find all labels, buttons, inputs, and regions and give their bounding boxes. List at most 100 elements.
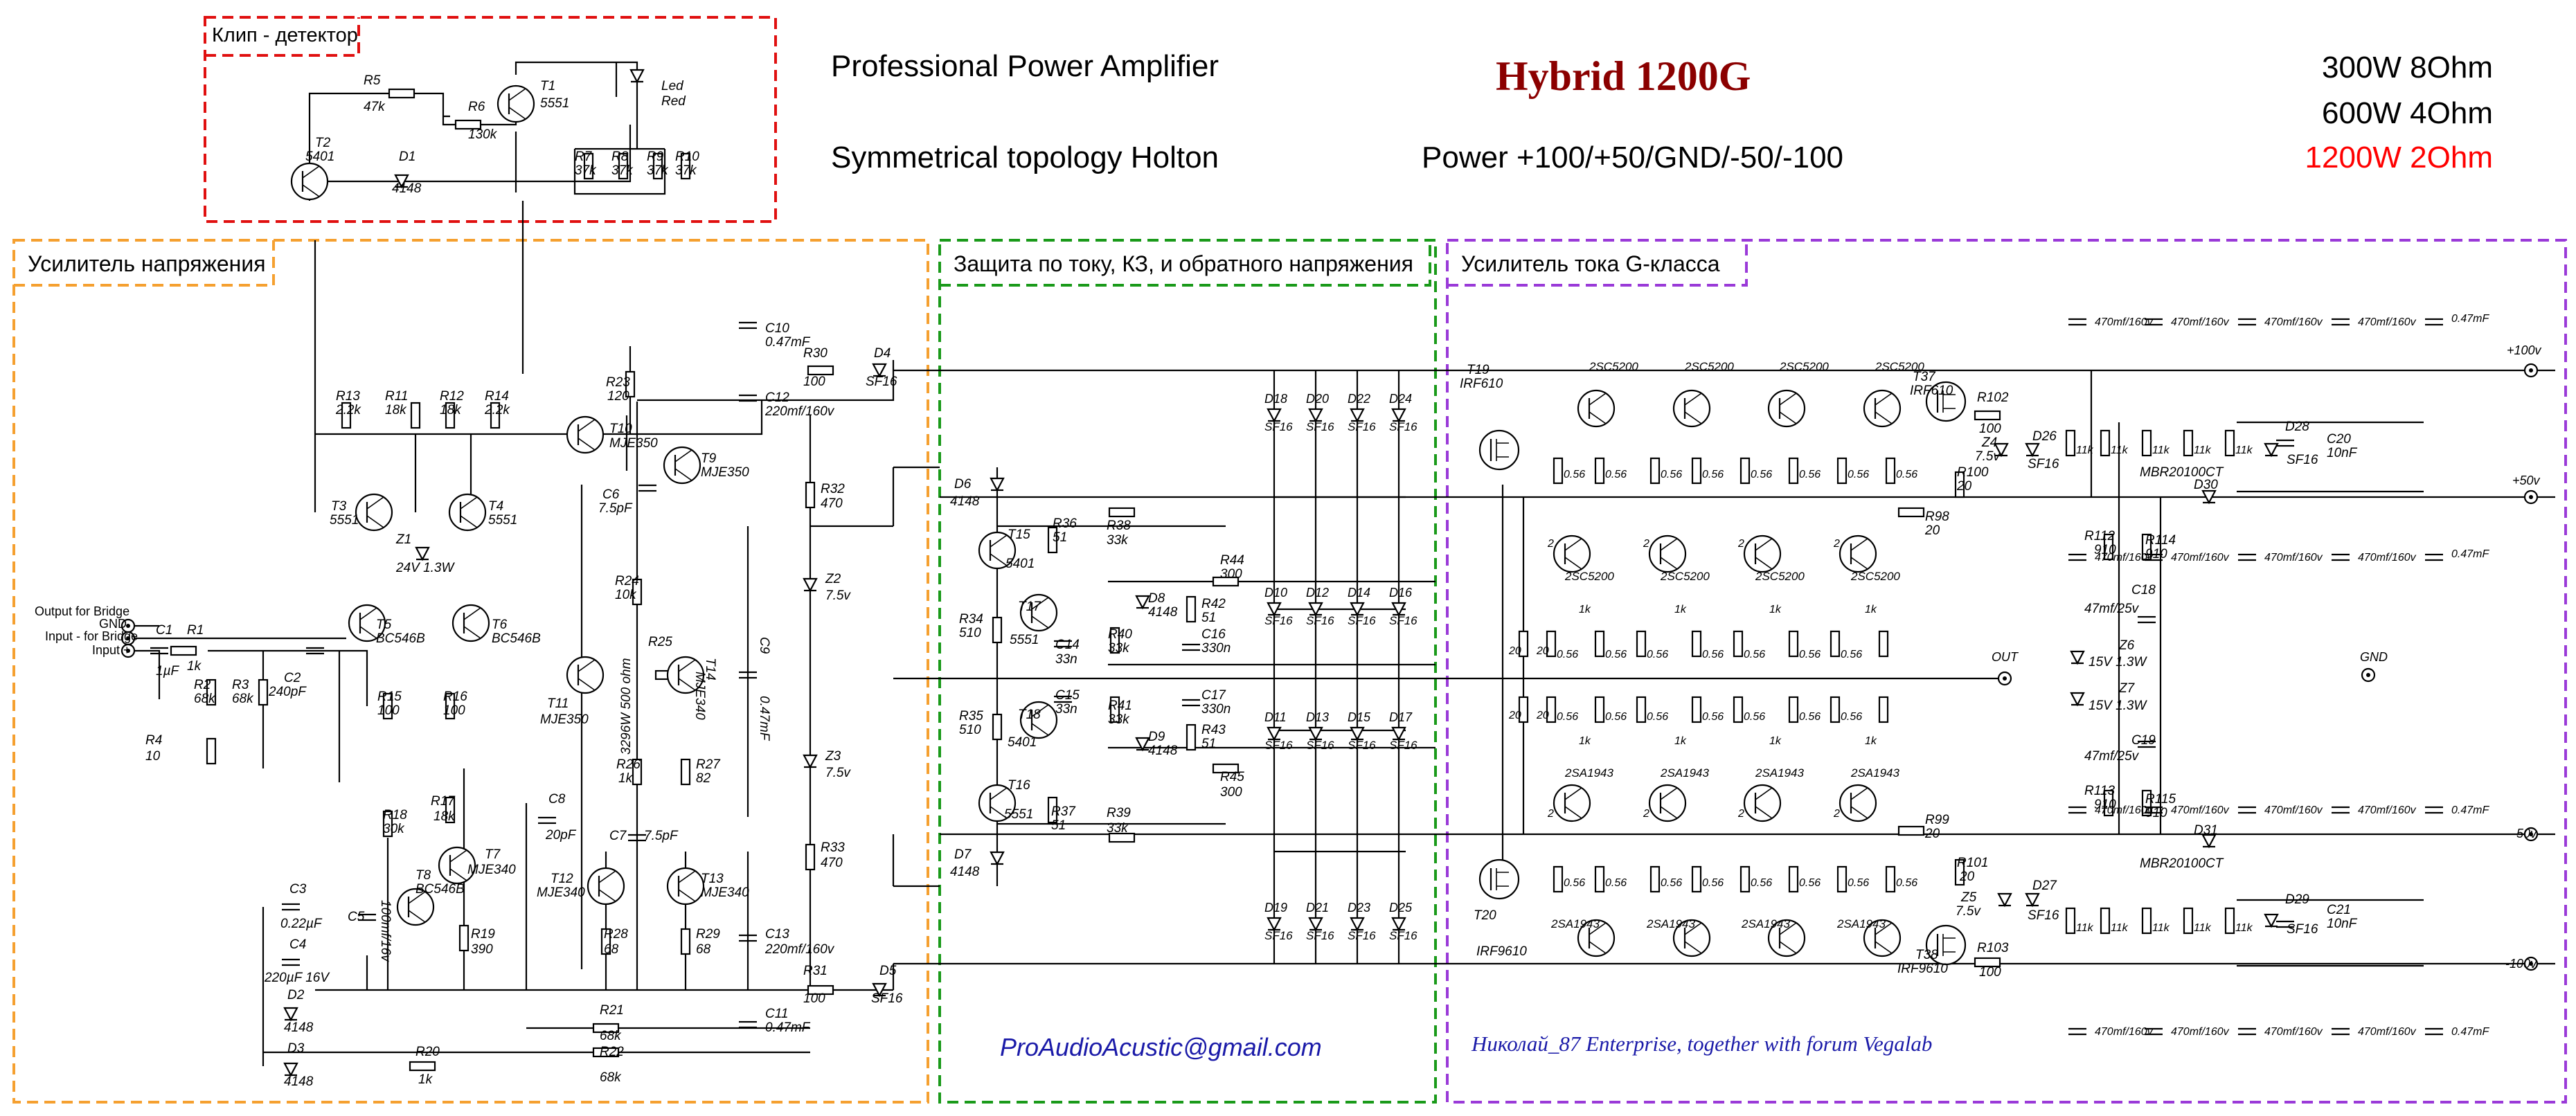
clip-detector-tab [205, 17, 360, 57]
label-d5: D5 [879, 964, 897, 978]
label-d27: D27 [2032, 879, 2057, 893]
label-sf16: SF16 [1389, 929, 1417, 942]
label-diode-d13: D13 [1306, 710, 1329, 724]
label-470mf-mid-bottom: 470mf/160v [2171, 804, 2230, 816]
label-470mf-mid-top: 470mf/160v [2358, 552, 2417, 564]
label-c13: C13 [765, 927, 789, 942]
resistor-symbol [1788, 630, 1799, 658]
label-d27-sf: SF16 [2028, 908, 2059, 923]
diode-symbol [2070, 650, 2085, 665]
resistor-symbol [2100, 429, 2111, 457]
label-c9: C9 [757, 637, 771, 654]
label-t38: T38 [1915, 948, 1938, 962]
resistor-symbol [2065, 907, 2076, 935]
rail-p50: +50v [2512, 474, 2541, 487]
label-diode-d22: D22 [1348, 392, 1370, 406]
diode-symbol [1267, 602, 1282, 617]
resistor-symbol [805, 843, 816, 871]
label-t37-value: IRF610 [1910, 384, 1953, 398]
label-t7-value: MJE340 [467, 863, 516, 877]
label-diode-d12: D12 [1306, 586, 1329, 600]
label-r20-value: 1k [418, 1072, 433, 1087]
label-sf16: SF16 [1389, 614, 1417, 627]
label-c2: C2 [284, 671, 301, 685]
label-r5-value: 47k [364, 100, 386, 114]
label-r12-value: 18k [440, 403, 462, 417]
header-rating1: 300W 8Ohm [2322, 51, 2493, 84]
label-r6-value: 130k [468, 127, 498, 142]
label-d5-value: SF16 [871, 991, 903, 1006]
diode-symbol [1391, 602, 1406, 617]
label-diode-d15: D15 [1348, 710, 1371, 724]
label-r102-value: 100 [1979, 422, 2001, 436]
label-sf16: SF16 [1306, 929, 1334, 942]
label-sf16: SF16 [1389, 420, 1417, 433]
label-r37-value: 51 [1051, 818, 1066, 833]
label-c6-value: 7.5pF [598, 501, 633, 516]
resistor-symbol [1186, 723, 1197, 751]
block-title-output: Усилитель тока G-класса [1461, 251, 1720, 276]
label-z2: Z2 [825, 572, 841, 586]
transistor-symbol [1839, 534, 1877, 573]
label-r36-value: 51 [1053, 530, 1067, 545]
resistor-symbol [2141, 907, 2152, 935]
diode-symbol [1135, 737, 1150, 752]
label-t18-value: 5401 [1008, 735, 1037, 750]
transistor-symbol [290, 162, 329, 201]
label-r45: R45 [1220, 770, 1244, 784]
label-d2: D2 [287, 988, 305, 1002]
resistor-symbol [807, 365, 834, 376]
resistor-symbol [2224, 429, 2235, 457]
label-t11: T11 [547, 696, 569, 711]
label-z3: Z3 [825, 749, 841, 764]
transistor-symbol [355, 493, 393, 532]
label-r4-value: 10 [145, 749, 161, 764]
label-r39-value: 33k [1107, 821, 1129, 836]
label-r11: R11 [385, 389, 408, 404]
resistor-symbol [1553, 457, 1564, 485]
label-led: Led [661, 79, 684, 93]
header-rating3: 1200W 2Ohm [2305, 141, 2493, 174]
transistor-symbol [1743, 534, 1782, 573]
label-d1-value: 4148 [392, 181, 422, 196]
label-t6-value: BC546B [492, 631, 541, 646]
rail-p100: +100v [2507, 343, 2542, 357]
output-terminal: OUT [1992, 650, 2019, 664]
resistor-symbol [1109, 627, 1120, 654]
label-0.47mf-right: 0.47mF [2451, 548, 2489, 560]
label-r23-value: 120 [607, 389, 629, 404]
block-title-vas: Усилитель напряжения [28, 251, 266, 276]
label-t17: T17 [1018, 600, 1041, 614]
label-r98-value: 20 [1924, 523, 1940, 538]
label-d1: D1 [399, 150, 415, 164]
diode-symbol [872, 363, 887, 378]
diode-symbol [990, 477, 1005, 492]
diode-symbol [1350, 602, 1365, 617]
label-0.47mf-right: 0.47mF [2451, 804, 2489, 816]
label-r101-value: 20 [1959, 870, 1975, 884]
label-0.56-upper: 0.56 [1744, 649, 1765, 660]
label-c3: C3 [289, 882, 307, 897]
label-r38-value: 33k [1107, 533, 1129, 548]
label-d8: D8 [1148, 591, 1165, 606]
protection-frame [938, 239, 1437, 1104]
mosfet-symbol [1925, 381, 1967, 422]
label-r45-value: 300 [1220, 785, 1242, 800]
diode-symbol [1997, 892, 2012, 908]
label-0.56-bottom: 0.56 [1702, 877, 1724, 889]
label-r1-value: 1k [187, 659, 202, 674]
transistor-symbol [348, 604, 386, 642]
resistor-symbol [1954, 858, 1965, 886]
label-1k-lower: 1k [1579, 735, 1591, 747]
resistor-symbol [625, 370, 636, 398]
diode-symbol [2070, 692, 2085, 707]
transistor-symbol [1672, 389, 1711, 428]
resistor-symbol [652, 152, 663, 180]
label-c16-value: 330n [1201, 641, 1231, 656]
label-t15-value: 5401 [1005, 557, 1035, 571]
label-r19: R19 [471, 927, 495, 942]
label-2-upper: 2 [1643, 538, 1649, 550]
label-0.56-bottom: 0.56 [1605, 877, 1627, 889]
label-c9-value: 0.47mF [757, 696, 771, 741]
label-c17: C17 [1201, 688, 1226, 703]
